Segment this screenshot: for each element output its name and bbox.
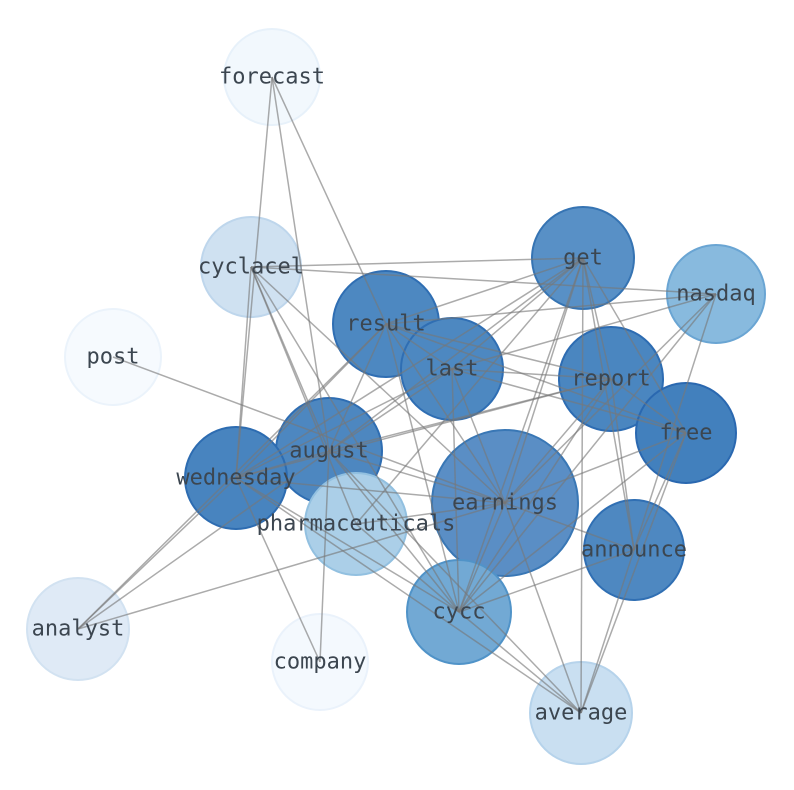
edge-cycc-announce [458,549,635,613]
edge-post-earnings [112,356,506,504]
edge-forecast-august [271,76,330,452]
edge-august-average [328,450,582,714]
edge-analyst-result [77,323,387,630]
edge-report-announce [610,378,635,551]
edge-wednesday-average [235,477,582,714]
edge-free-earnings [504,432,687,504]
edge-forecast-result [271,76,387,325]
edge-result-august [328,323,387,452]
edge-free-average [580,432,687,714]
edge-analyst-earnings [77,502,506,630]
edge-get-pharmaceuticals [355,257,584,525]
edge-get-report [582,257,612,380]
edge-august-earnings [328,450,506,504]
edge-company-wednesday [235,477,321,663]
edge-report-earnings [504,378,612,504]
edge-pharmaceuticals-cycc [355,523,460,613]
edge-report-free [610,378,687,434]
edge-last-august [328,368,453,452]
edge-get-announce [582,257,635,551]
edge-announce-average [580,549,635,714]
edge-analyst-august [77,450,330,630]
edge-report-wednesday [235,378,612,479]
edge-earnings-cycc [458,502,506,613]
edge-cyclacel-get [250,257,584,268]
edge-last-nasdaq [451,293,717,370]
edge-get-wednesday [235,257,584,479]
edge-august-cycc [328,450,460,613]
edge-cyclacel-nasdaq [250,266,717,295]
edge-august-wednesday [235,450,330,479]
edge-last-free [451,368,687,434]
edge-get-free [582,257,687,434]
edge-result-nasdaq [385,293,717,325]
edge-result-earnings [385,323,506,504]
edge-earnings-announce [504,502,635,551]
edge-last-wednesday [235,368,453,479]
edge-cyclacel-earnings [250,266,506,504]
edge-wednesday-cycc [235,477,460,613]
edges-layer [77,76,717,714]
edge-result-cycc [385,323,460,613]
edge-nasdaq-earnings [504,293,717,504]
edge-pharmaceuticals-earnings [355,502,506,525]
edge-result-wednesday [235,323,387,479]
edge-cyclacel-cycc [250,266,460,613]
edge-report-cycc [458,378,612,613]
edge-result-last [385,323,453,370]
edge-get-earnings [504,257,584,504]
edge-result-get [385,257,584,325]
edge-wednesday-earnings [235,477,506,504]
edge-nasdaq-announce [633,293,717,551]
edge-nasdaq-cycc [458,293,717,613]
edge-last-get [451,257,584,370]
edge-result-free [385,323,687,434]
edge-get-cycc [458,257,584,613]
edge-cyclacel-august [250,266,330,452]
edge-result-report [385,323,612,380]
edge-forecast-wednesday [235,76,273,479]
edge-get-august [328,257,584,452]
edge-earnings-average [504,502,582,714]
edge-free-cycc [458,432,687,613]
edge-cyclacel-wednesday [235,266,252,479]
edge-last-earnings [451,368,506,504]
edge-free-announce [633,432,687,551]
edge-get-average [580,257,584,714]
edge-cycc-average [458,611,582,714]
edge-last-report [451,368,612,380]
